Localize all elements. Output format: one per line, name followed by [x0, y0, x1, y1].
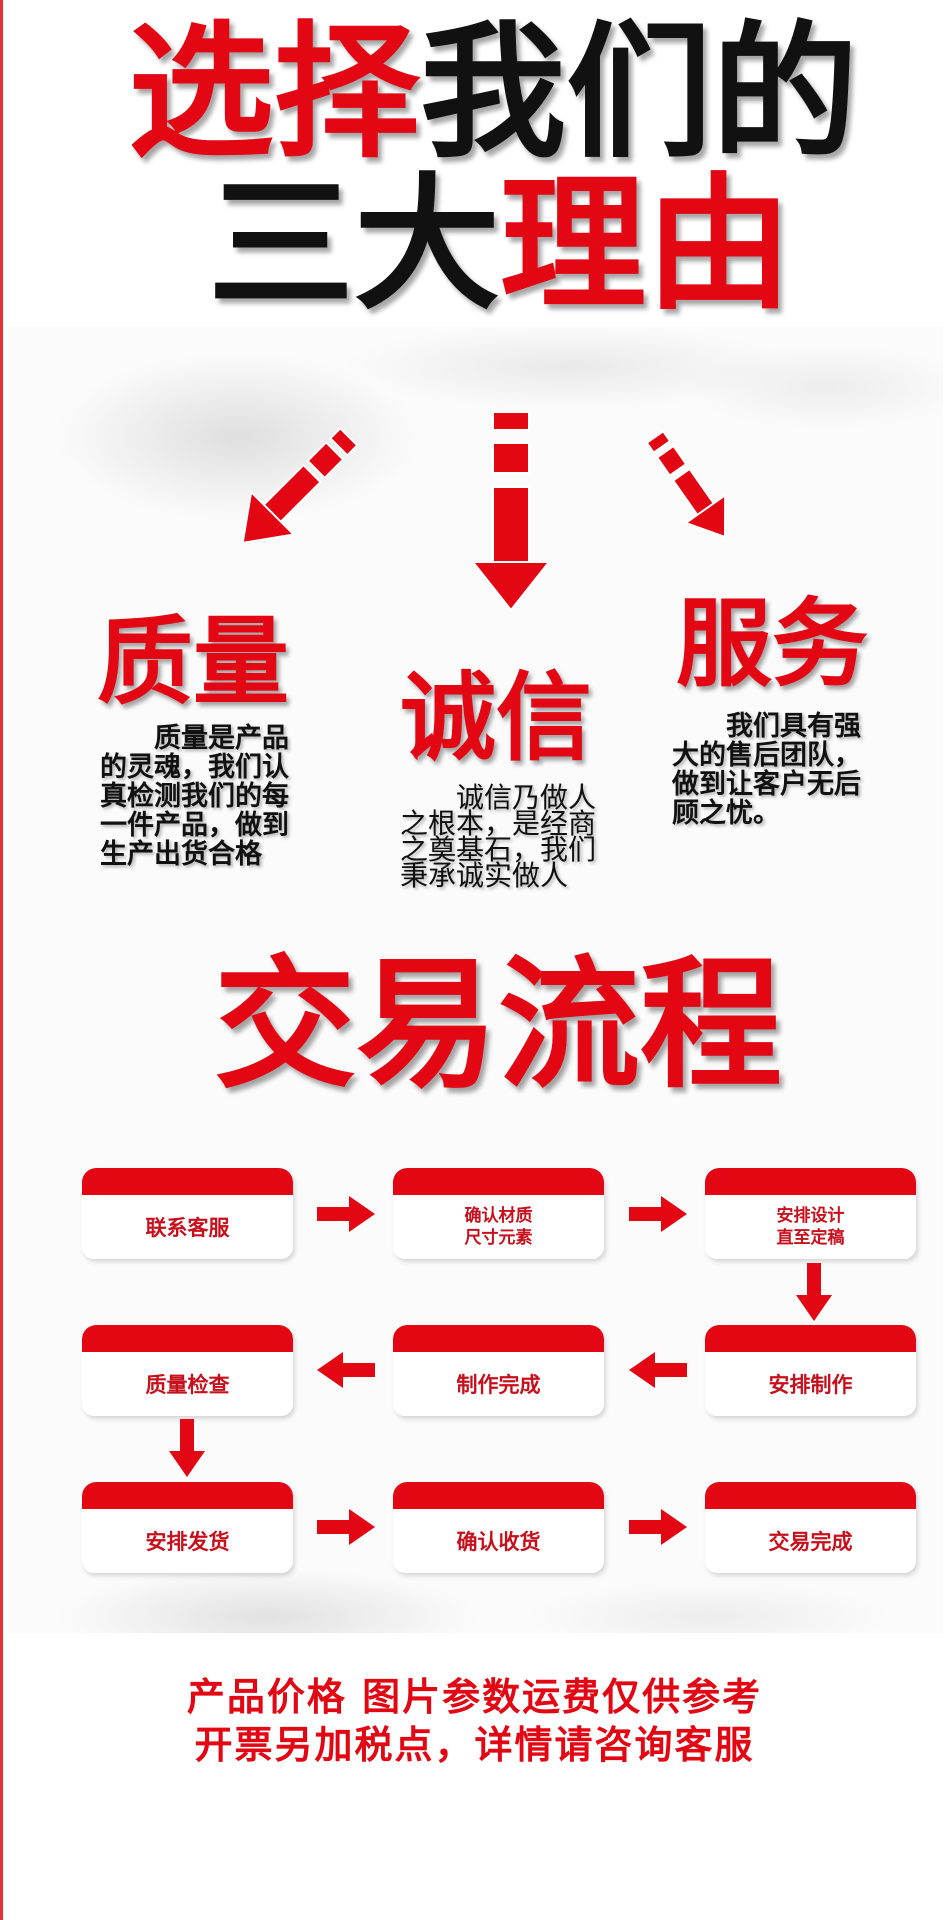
flow-step-contact: 联系客服 [82, 1168, 293, 1259]
arrow-left-icon [629, 1352, 687, 1388]
footer-note-line-2: 开票另加税点，详情请咨询客服 [194, 1722, 755, 1767]
reason-heading-service: 服务 [676, 587, 868, 700]
arrow-down-icon [470, 411, 552, 612]
flow-step-design: 安排设计 直至定稿 [705, 1168, 916, 1259]
flow-title: 交易流程 [214, 942, 782, 1108]
footer-note-line-1: 产品价格 图片参数运费仅供参考 [186, 1674, 763, 1719]
reason-heading-quality: 质量 [97, 605, 289, 718]
flow-step-quality-check: 质量检查 [82, 1325, 293, 1416]
arrow-right-icon [629, 1509, 687, 1545]
arrow-down-right-icon [645, 429, 727, 539]
reason-heading-integrity: 诚信 [400, 661, 592, 774]
flow-step-confirm-material: 确认材质 尺寸元素 [393, 1168, 604, 1259]
flow-step-confirm-receipt: 确认收货 [393, 1482, 604, 1573]
arrow-down-left-icon [241, 426, 359, 545]
flow-step-complete: 交易完成 [705, 1482, 916, 1573]
arrow-down-icon [169, 1419, 205, 1477]
flow-step-production-done: 制作完成 [393, 1325, 604, 1416]
title-line-2: 三大理由 [208, 159, 792, 330]
arrow-right-icon [629, 1196, 687, 1232]
arrow-down-icon [796, 1263, 832, 1321]
reason-text-quality: 质量是产品的灵魂，我们认真检测我们的每一件产品，做到生产出货合格 [100, 723, 289, 870]
arrow-right-icon [317, 1509, 375, 1545]
arrow-left-icon [317, 1352, 375, 1388]
title-line-1: 选择我们的 [128, 7, 858, 178]
reason-text-service: 我们具有强大的售后团队，做到让客户无后顾之忧。 [672, 711, 861, 829]
left-red-border [0, 0, 3, 1920]
arrow-right-icon [317, 1196, 375, 1232]
reason-text-integrity: 诚信乃做人之根本，是经商之奠基石，我们秉承诚实做人 [400, 781, 597, 892]
flow-step-production: 安排制作 [705, 1325, 916, 1416]
flow-step-shipping: 安排发货 [82, 1482, 293, 1573]
